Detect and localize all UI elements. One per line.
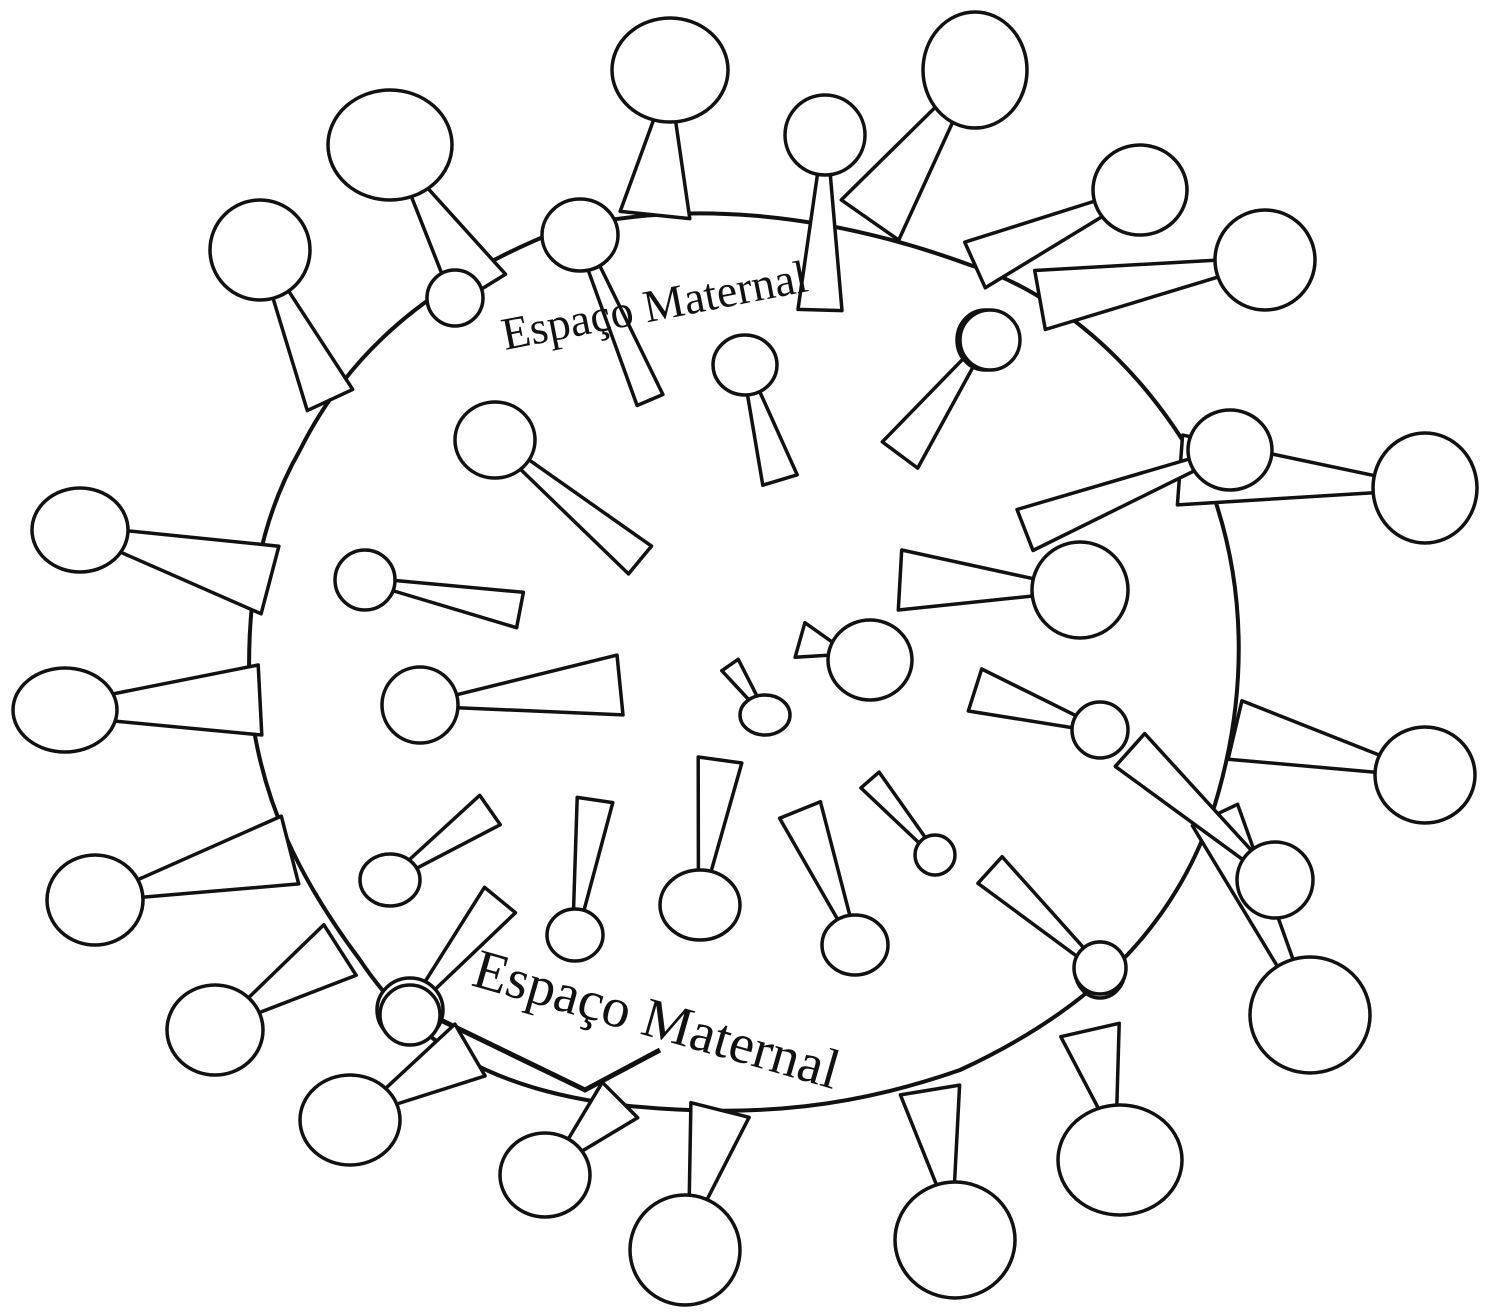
inner-spike-stalk [747, 389, 797, 485]
inner-spike-stalk [391, 580, 524, 628]
outer-spike-head [895, 1182, 1015, 1298]
outer-spike-stalk [900, 1085, 959, 1190]
outer-spike-stalk [689, 1103, 749, 1204]
inner-spike-stalk [861, 772, 926, 844]
inner-spike-head [335, 550, 395, 610]
inner-spike-stalk [1017, 458, 1199, 551]
outer-spike-head [1250, 957, 1370, 1073]
inner-spike-head [382, 667, 458, 743]
outer-spike-head [167, 985, 263, 1075]
inner-spike-head [828, 620, 912, 700]
outer-spike-stalk [245, 925, 356, 1015]
inner-spike-stalk [406, 795, 500, 870]
rim-knob [380, 985, 440, 1045]
rim-knob [1074, 942, 1126, 994]
inner-spike-head [360, 854, 420, 906]
bottom-label: Espaço Maternal [466, 938, 846, 1102]
inner-spike-head [740, 695, 790, 735]
outer-spike-stalk [272, 287, 353, 410]
inner-spike-stalk [698, 757, 742, 875]
outer-spike-head [328, 90, 452, 200]
rim-knob [960, 310, 1020, 370]
inner-spike-head [1032, 542, 1128, 638]
outer-spike-head [1093, 145, 1187, 235]
outer-spike-stalk [620, 116, 690, 219]
inner-spike-head [542, 199, 618, 271]
outer-spike-stalk [132, 816, 299, 898]
outer-spike-stalk [1061, 1023, 1119, 1113]
inner-spike-stalk [898, 550, 1037, 610]
rim-knob [427, 270, 483, 326]
inner-spike-head [1237, 842, 1313, 918]
outer-spike-head [1215, 210, 1315, 310]
inner-spike-head [785, 95, 865, 175]
inner-spike-stalk [882, 357, 975, 468]
outer-spike-stalk [102, 665, 262, 735]
outer-spike-stalk [1228, 701, 1385, 773]
outer-spike-head [32, 488, 128, 572]
inner-spike-head [455, 402, 535, 478]
outer-spike-head [500, 1133, 590, 1217]
outer-spike-stalk [1035, 260, 1222, 330]
outer-spike-head [300, 1075, 400, 1165]
inner-spike-head [547, 909, 603, 961]
inner-spike-stalk [574, 797, 613, 912]
outer-spike-head [1375, 727, 1475, 823]
inner-spike-head [1188, 410, 1272, 490]
outer-spike-head [47, 855, 143, 945]
inner-spike-head [660, 870, 740, 940]
inner-spike-head [915, 835, 955, 875]
outer-spike-head [13, 668, 117, 752]
outer-spike-head [612, 18, 728, 122]
inner-spike-head [713, 335, 777, 395]
outer-spike-head [1058, 1105, 1182, 1215]
inner-spike-stalk [518, 457, 652, 574]
outer-spike-head [923, 12, 1027, 128]
outer-spike-head [630, 1195, 740, 1305]
inner-spike-stalk [968, 669, 1078, 728]
inner-spike-head [1072, 702, 1128, 758]
outer-spike-head [1373, 433, 1477, 543]
inner-spike-stalk [780, 802, 851, 923]
inner-spike-stalk [978, 857, 1087, 959]
outer-spike-stalk [114, 530, 279, 614]
inner-spike-head [822, 915, 888, 975]
inner-spike-stalk [453, 655, 623, 715]
outer-spike-head [210, 200, 310, 300]
